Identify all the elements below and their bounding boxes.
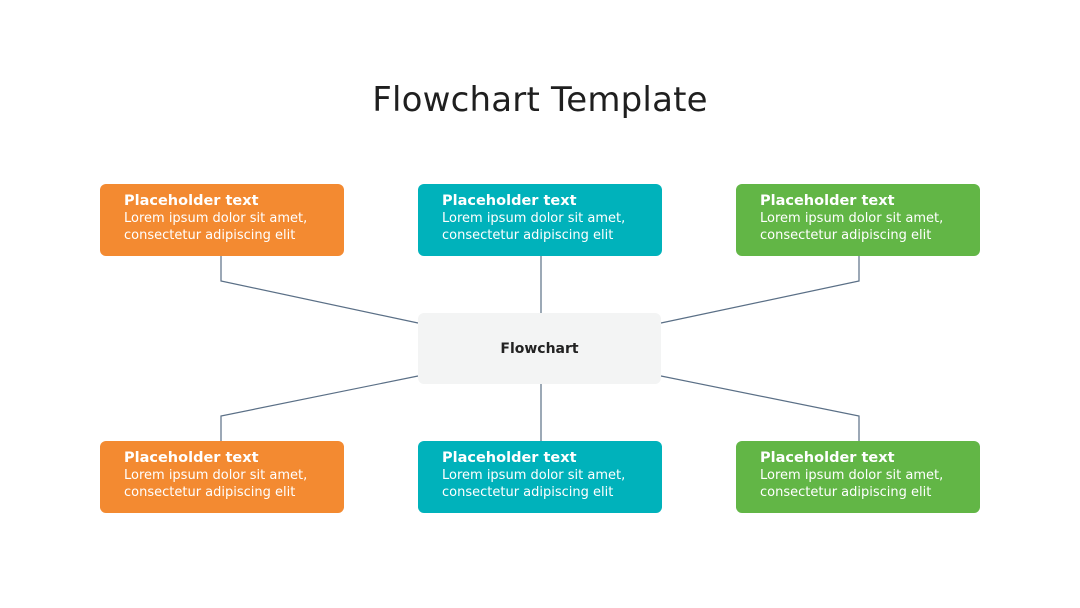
node-body: Lorem ipsum dolor sit amet, consectetur …	[124, 211, 308, 243]
connector-bottom-left	[220, 375, 419, 442]
node-body: Lorem ipsum dolor sit amet, consectetur …	[760, 211, 944, 243]
node-bottom-left: Placeholder text Lorem ipsum dolor sit a…	[100, 441, 344, 513]
node-heading: Placeholder text	[124, 193, 259, 209]
node-heading: Placeholder text	[442, 450, 577, 466]
connector-bottom-right	[660, 375, 860, 442]
node-top-right: Placeholder text Lorem ipsum dolor sit a…	[736, 184, 980, 256]
center-node-label: Flowchart	[500, 340, 579, 357]
page-title: Flowchart Template	[372, 80, 708, 120]
node-heading: Placeholder text	[760, 450, 895, 466]
node-body: Lorem ipsum dolor sit amet, consectetur …	[442, 211, 626, 243]
connector-top-right	[660, 256, 860, 324]
center-node: Flowchart	[418, 313, 661, 384]
node-heading: Placeholder text	[442, 193, 577, 209]
node-bottom-center: Placeholder text Lorem ipsum dolor sit a…	[418, 441, 662, 513]
node-top-left: Placeholder text Lorem ipsum dolor sit a…	[100, 184, 344, 256]
node-body: Lorem ipsum dolor sit amet, consectetur …	[760, 468, 944, 500]
node-heading: Placeholder text	[124, 450, 259, 466]
node-body: Lorem ipsum dolor sit amet, consectetur …	[442, 468, 626, 500]
node-bottom-right: Placeholder text Lorem ipsum dolor sit a…	[736, 441, 980, 513]
connector-top-left	[220, 256, 419, 324]
node-body: Lorem ipsum dolor sit amet, consectetur …	[124, 468, 308, 500]
node-heading: Placeholder text	[760, 193, 895, 209]
node-top-center: Placeholder text Lorem ipsum dolor sit a…	[418, 184, 662, 256]
